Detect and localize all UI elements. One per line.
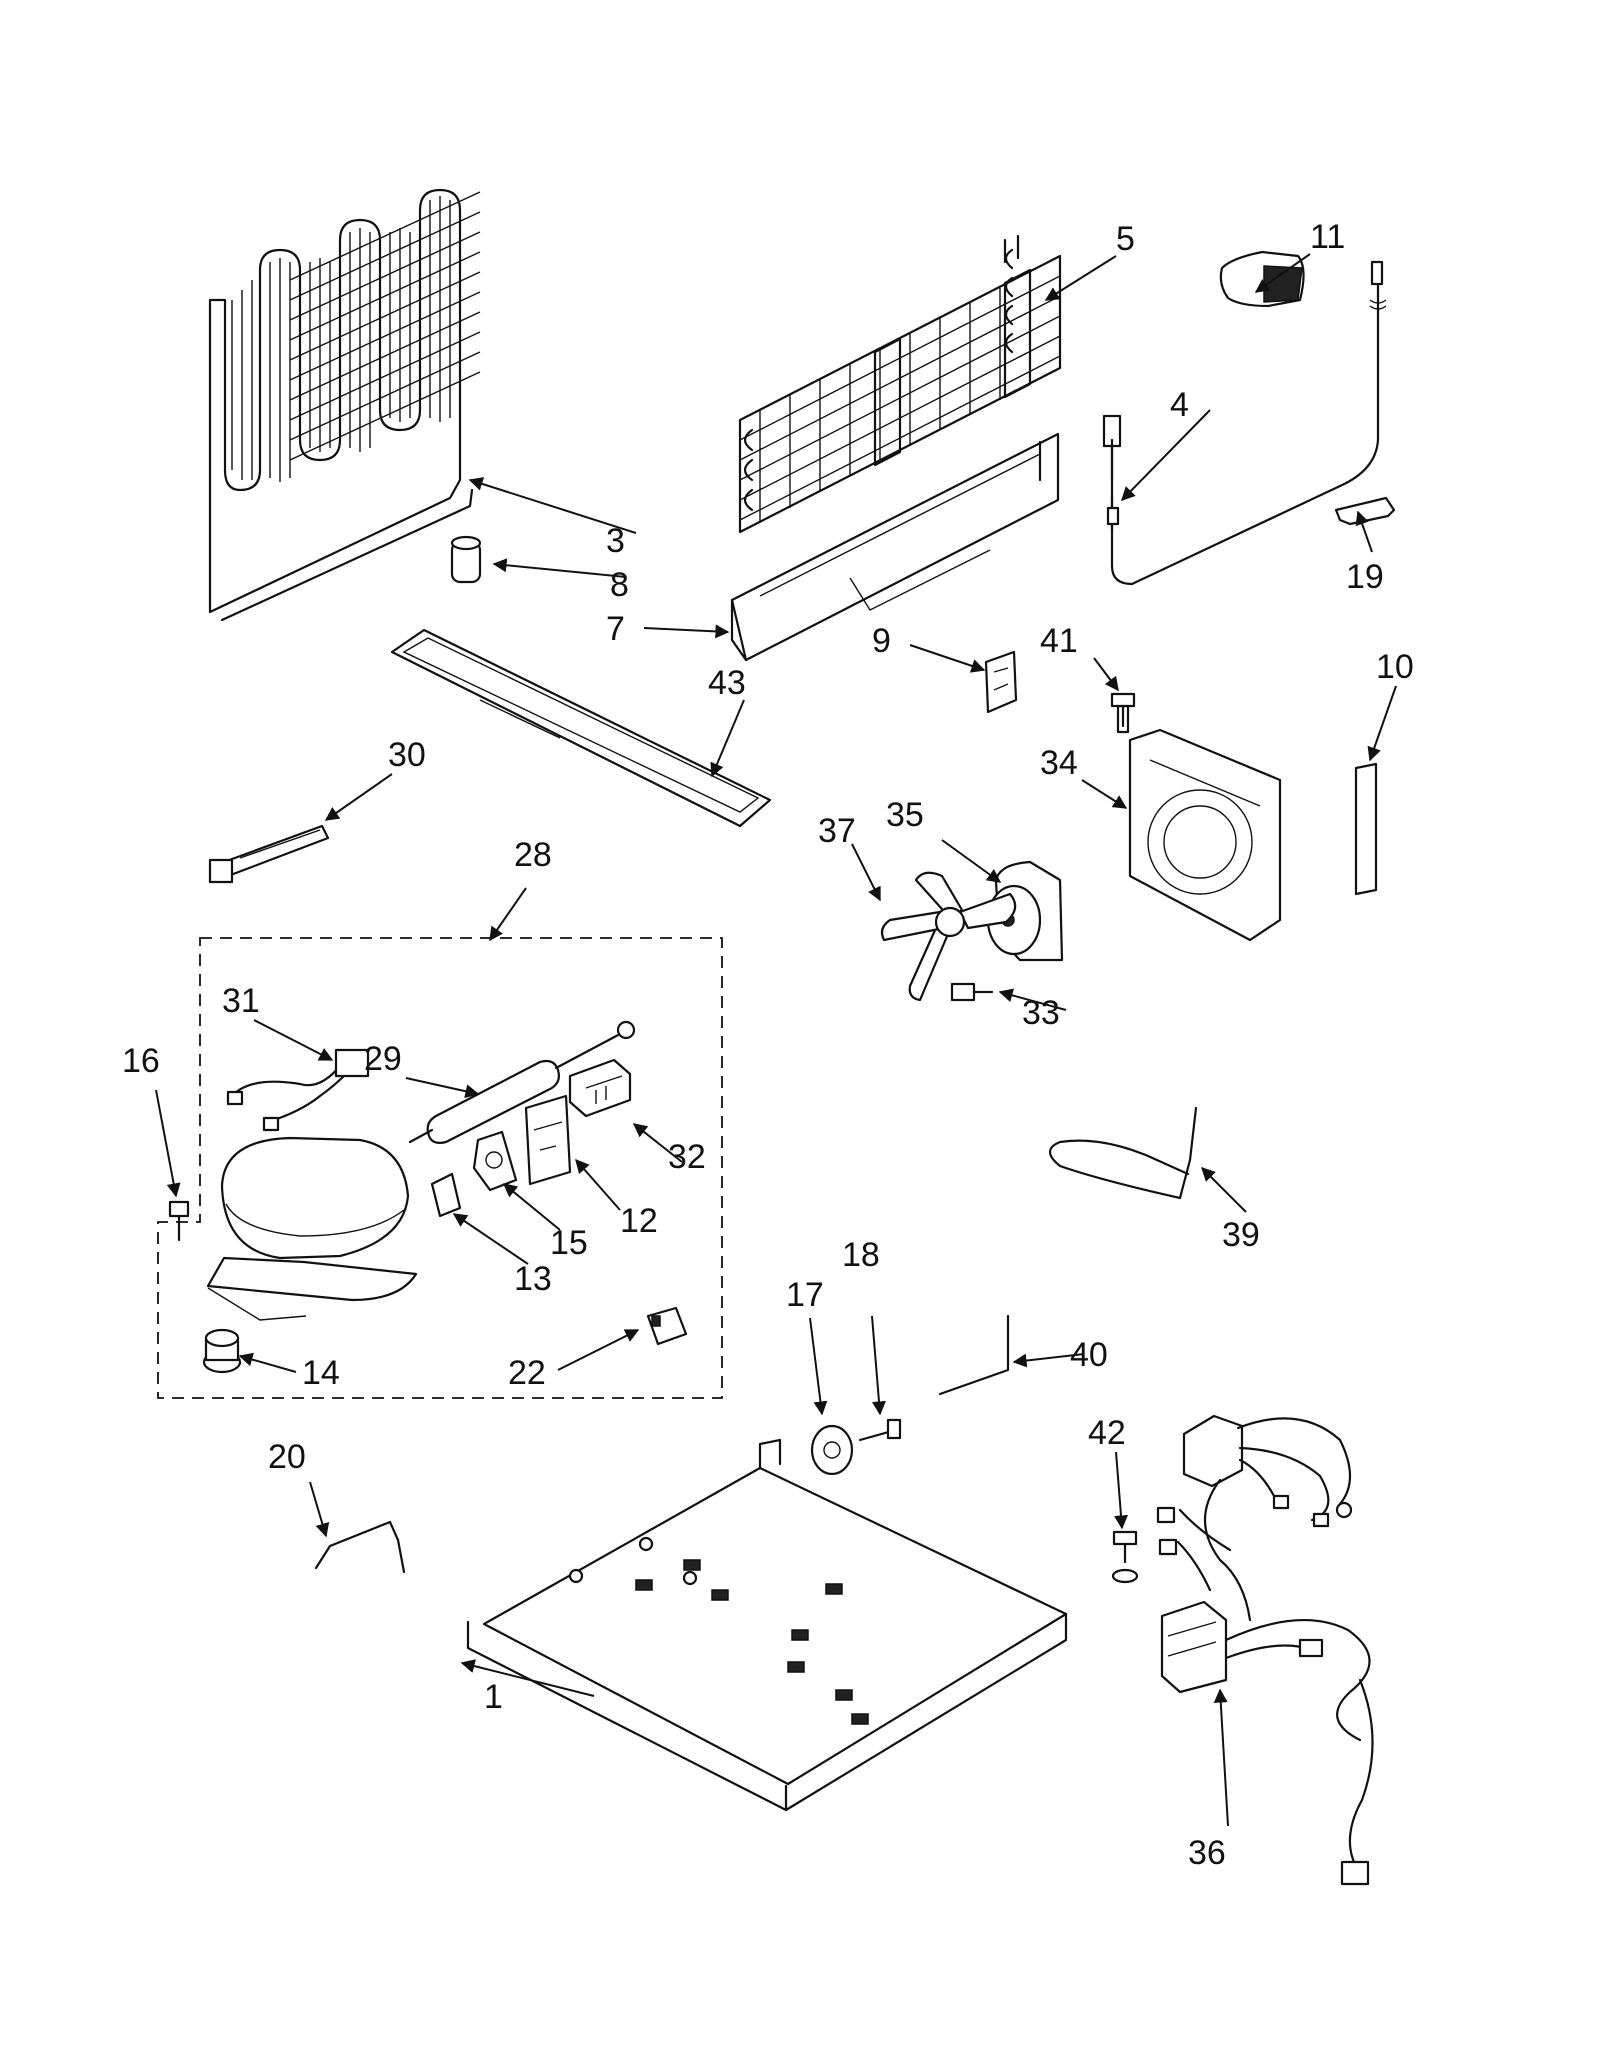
callout-22: 22 (508, 1354, 546, 1392)
callout-12: 12 (620, 1202, 658, 1240)
foam-strip (1354, 762, 1378, 896)
callout-28: 28 (514, 836, 552, 874)
compressor-kit-boundary (157, 937, 723, 1399)
terminal-connector (646, 1306, 688, 1346)
compressor (206, 1136, 418, 1321)
fan-shroud (1116, 704, 1282, 942)
callout-40: 40 (1070, 1336, 1108, 1374)
callout-37: 37 (818, 812, 856, 850)
callout-3: 3 (606, 522, 625, 560)
screw-42 (1111, 1530, 1139, 1584)
drain-trough (730, 432, 1060, 662)
condenser-coil (208, 188, 481, 622)
relay-cover (524, 1094, 572, 1186)
main-wire-harness (1156, 1414, 1374, 1886)
leader-lines (155, 253, 1397, 1827)
callout-42: 42 (1088, 1414, 1126, 1452)
defrost-thermistor (1102, 260, 1387, 586)
callout-34: 34 (1040, 744, 1078, 782)
callout-32: 32 (668, 1138, 706, 1176)
screw-41 (1110, 692, 1136, 728)
callout-8: 8 (610, 566, 629, 604)
callout-1: 1 (484, 1678, 503, 1716)
drain-pan (390, 628, 772, 828)
callout-30: 30 (388, 736, 426, 774)
callout-7: 7 (606, 610, 625, 648)
cap-cover (1219, 250, 1305, 308)
callout-36: 36 (1188, 1834, 1226, 1872)
callout-5: 5 (1116, 220, 1135, 258)
evaporator (738, 234, 1062, 534)
capacitor-cylinder (450, 535, 482, 584)
roller-pin (858, 1418, 902, 1442)
overload-protector (472, 1130, 518, 1192)
fan-blade (880, 871, 1017, 1002)
callout-43: 43 (708, 664, 746, 702)
callout-41: 41 (1040, 622, 1078, 660)
callout-19: 19 (1346, 558, 1384, 596)
fan-screw (950, 982, 994, 1002)
relay-wire (226, 1048, 370, 1132)
callout-33: 33 (1022, 994, 1060, 1032)
callout-29: 29 (364, 1040, 402, 1078)
callout-18: 18 (842, 1236, 880, 1274)
compressor-grommet (202, 1328, 242, 1374)
relay-block (568, 1058, 632, 1118)
thermistor-clip (1334, 496, 1396, 526)
callout-35: 35 (886, 796, 924, 834)
callout-15: 15 (550, 1224, 588, 1262)
callout-4: 4 (1170, 386, 1189, 424)
compressor-bolt (168, 1200, 190, 1242)
bent-tube (938, 1314, 1010, 1396)
callout-20: 20 (268, 1438, 306, 1476)
callout-14: 14 (302, 1354, 340, 1392)
callout-13: 13 (514, 1260, 552, 1298)
cable-tie (208, 824, 330, 884)
leveling-roller (810, 1424, 854, 1476)
callout-9: 9 (872, 622, 891, 660)
callout-17: 17 (786, 1276, 824, 1314)
base-frame (466, 1438, 1068, 1812)
callout-16: 16 (122, 1042, 160, 1080)
callout-11: 11 (1310, 218, 1345, 256)
mounting-bracket (984, 650, 1018, 714)
callout-labels: 1 3 4 5 7 8 9 10 11 12 13 14 15 16 17 18… (122, 218, 1414, 1872)
callout-10: 10 (1376, 648, 1414, 686)
water-hose (1048, 1106, 1198, 1200)
filter-drier (408, 1020, 636, 1144)
wire-form (314, 1520, 406, 1574)
callout-31: 31 (222, 982, 260, 1020)
callout-39: 39 (1222, 1216, 1260, 1254)
start-relay (430, 1172, 462, 1218)
